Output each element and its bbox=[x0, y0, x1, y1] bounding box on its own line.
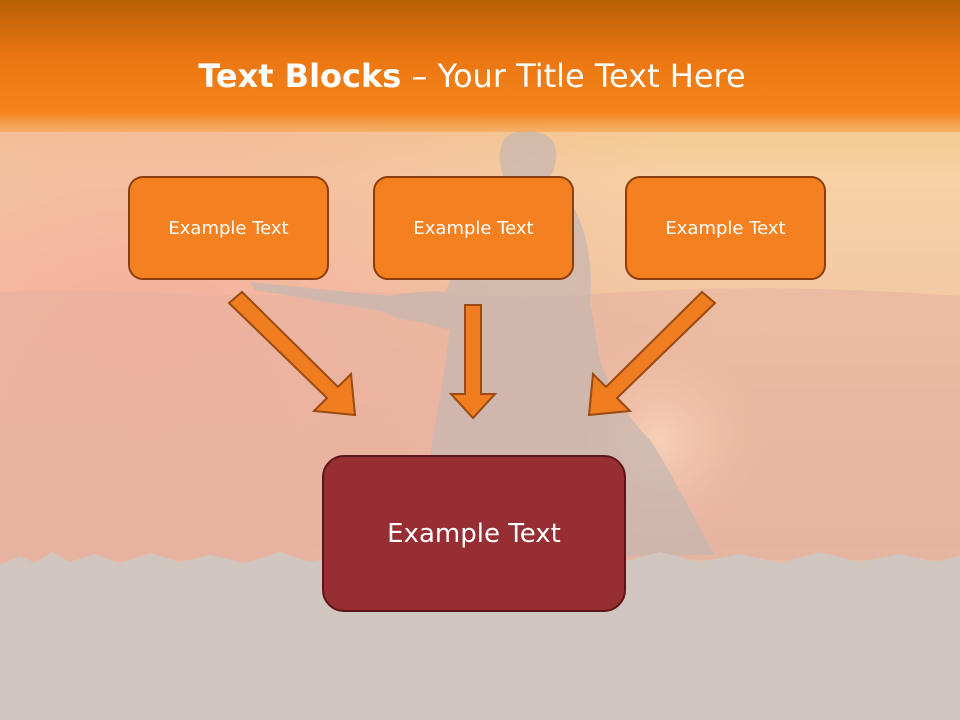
slide-title: Text Blocks – Your Title Text Here bbox=[0, 56, 944, 96]
arrow-center-down bbox=[448, 304, 498, 420]
title-rest: – Your Title Text Here bbox=[401, 57, 746, 95]
text-block-top-left-label: Example Text bbox=[168, 217, 289, 239]
title-bar bbox=[0, 0, 960, 132]
arrow-right-diagonal bbox=[587, 290, 717, 417]
text-block-top-right[interactable]: Example Text bbox=[625, 176, 826, 280]
title-bold: Text Blocks bbox=[198, 57, 402, 95]
text-block-top-center[interactable]: Example Text bbox=[373, 176, 574, 280]
text-block-top-right-label: Example Text bbox=[665, 217, 786, 239]
arrow-left-diagonal bbox=[227, 290, 357, 417]
text-block-top-left[interactable]: Example Text bbox=[128, 176, 329, 280]
text-block-top-center-label: Example Text bbox=[413, 217, 534, 239]
text-block-bottom[interactable]: Example Text bbox=[322, 455, 626, 612]
text-block-bottom-label: Example Text bbox=[387, 518, 561, 549]
